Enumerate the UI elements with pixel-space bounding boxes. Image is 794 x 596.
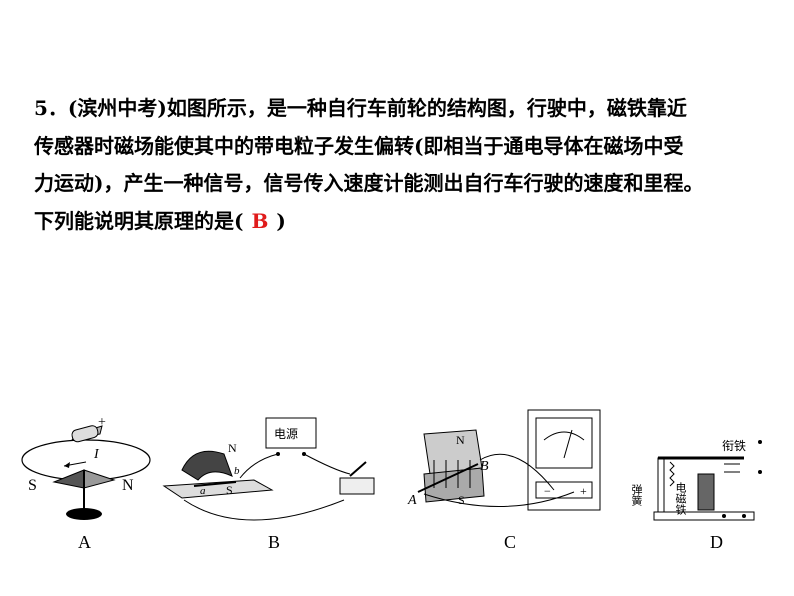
figure-a-north: N (122, 477, 134, 494)
figure-d-spring: 弹簧 (630, 483, 643, 506)
question-line-1: 5．(滨州中考)如图所示，是一种自行车前轮的结构图，行驶中，磁铁靠近 (34, 96, 687, 120)
figure-a-label: A (78, 532, 91, 552)
figure-c-a: A (407, 493, 417, 508)
figure-d-electromagnet: 电磁铁 (674, 482, 687, 515)
question-text: 5．(滨州中考)如图所示，是一种自行车前轮的结构图，行驶中，磁铁靠近 传感器时磁… (34, 90, 774, 240)
figure-b-power: 电源 (274, 427, 298, 441)
figure-c-label: C (504, 532, 517, 552)
figure-c-minus: − (544, 484, 551, 498)
figure-b-north: N (228, 441, 237, 455)
answer: B (251, 208, 269, 233)
figure-a-plus: + (98, 415, 106, 430)
figure-a: + I S N A (14, 400, 164, 560)
figure-a-current: I (93, 447, 100, 462)
question-line-3: 力运动)，产生一种信号，信号传入速度计能测出自行车行驶的速度和里程。 (34, 171, 704, 195)
figure-c-b: B (480, 459, 489, 474)
figure-b-south: S (226, 483, 233, 497)
figure-c-drawing: N S A B − + (407, 409, 601, 511)
question-line-4: 下列能说明其原理的是(B) (34, 208, 286, 233)
figure-a-drawing: + I S N (21, 415, 151, 520)
figure-b: 电源 N S a b B (154, 400, 394, 560)
figures: + I S N A 电源 N S a b (0, 400, 794, 560)
figure-c-south: S (458, 493, 465, 507)
question-line-2: 传感器时磁场能使其中的带电粒子发生偏转(即相当于通电导体在磁场中受 (34, 133, 684, 158)
figure-d-armature: 衔铁 (722, 439, 746, 453)
figure-a-south: S (28, 477, 37, 494)
figure-d-label: D (710, 532, 723, 552)
figure-b-b: b (234, 465, 240, 477)
figure-d: 衔铁 弹簧 电磁铁 D (624, 400, 784, 560)
figure-c: N S A B − + C (404, 400, 624, 560)
figure-b-a: a (200, 485, 206, 497)
question-number: 5． (34, 96, 68, 120)
figure-c-north: N (456, 433, 465, 447)
figure-d-drawing: 衔铁 弹簧 电磁铁 (630, 439, 762, 521)
question-source: (滨州中考) (67, 96, 167, 120)
figure-b-label: B (268, 532, 281, 552)
figure-b-drawing: 电源 N S a b (162, 417, 375, 521)
figure-c-plus: + (580, 484, 587, 498)
